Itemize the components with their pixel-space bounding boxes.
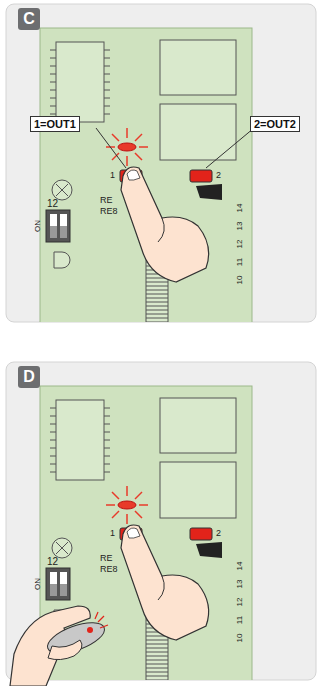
board-marking: RE [100, 196, 113, 205]
button-number: 2 [216, 529, 221, 538]
panel-letter: D [18, 366, 40, 388]
node-text: D [18, 366, 40, 388]
terminal-number: 14 [236, 562, 244, 571]
board-marking: RE [100, 554, 113, 563]
terminal-number: 11 [236, 616, 244, 624]
terminal-number: 13 [236, 222, 244, 231]
remote-hand [10, 606, 108, 686]
node-text: 1=OUT1 [34, 118, 76, 130]
node-text: 2=OUT2 [254, 118, 296, 130]
button-number: 1 [110, 171, 115, 180]
button-number: 1 [110, 529, 115, 538]
terminal-number: 11 [236, 258, 244, 266]
dip-switch-label: 12 [47, 557, 58, 567]
dip-on-label: ON [34, 578, 42, 590]
terminal-number: 14 [236, 204, 244, 213]
dip-switch-label: 12 [47, 199, 58, 209]
terminal-number: 10 [236, 634, 244, 643]
button-number: 2 [216, 171, 221, 180]
terminal-number: 12 [236, 240, 244, 249]
callout-box: 1=OUT1 [30, 116, 80, 132]
board-marking: RE8 [100, 565, 118, 574]
terminal-number: 13 [236, 580, 244, 589]
terminal-number: 12 [236, 598, 244, 607]
terminal-number: 10 [236, 276, 244, 285]
panel-letter: C [18, 8, 40, 30]
dip-on-label: ON [34, 220, 42, 232]
callout-box: 2=OUT2 [250, 116, 300, 132]
board-marking: RE8 [100, 207, 118, 216]
node-text: C [18, 8, 40, 30]
